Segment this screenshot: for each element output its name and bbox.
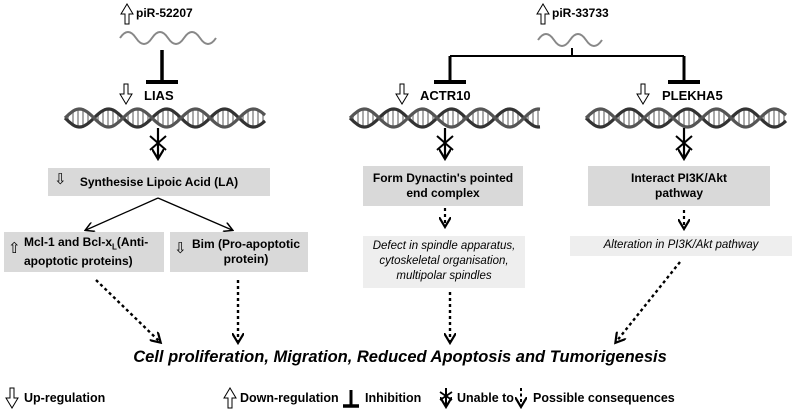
dynactin-label-line2: end complex	[406, 186, 480, 200]
pi3k-label-line2: pathway	[654, 186, 703, 200]
dynactin-box: Form Dynactin's pointed end complex	[363, 166, 523, 206]
mcl-label-post: (Anti-	[116, 234, 149, 249]
dna-helix-actr10	[348, 107, 541, 129]
down-arrow-icon: ⇩	[54, 171, 67, 188]
bim-label-line2: protein)	[223, 252, 269, 266]
pirna-left-strand	[119, 31, 217, 45]
bim-label-line1: Bim (Pro-apoptotic	[192, 237, 300, 251]
inhibition-symbol	[434, 48, 700, 84]
pi3k-alteration-label: Alteration in PI3K/Akt pathway	[603, 239, 759, 251]
spindle-line2: cytoskeletal organisation,	[379, 255, 509, 267]
legend-unable-label: Unable to	[457, 391, 514, 405]
spindle-defect-box: Defect in spindle apparatus, cytoskeleta…	[363, 236, 525, 288]
spindle-line1: Defect in spindle apparatus,	[372, 240, 516, 252]
pirna-label-left: piR-52207	[136, 6, 193, 20]
legend-inhibition-label: Inhibition	[365, 391, 422, 405]
possible-consequence-arrow	[95, 279, 160, 342]
legend-down-label: Down-regulation	[240, 391, 339, 405]
down-arrow-icon	[119, 83, 133, 105]
pi3k-label-line1: Interact PI3K/Akt	[630, 171, 728, 185]
legend-up-label: Up-regulation	[24, 391, 106, 405]
mcl-label-pre: Mcl-1 and Bcl-x	[24, 234, 113, 249]
gene-label-actr10: ACTR10	[420, 88, 471, 103]
up-arrow-icon	[223, 387, 237, 409]
pi3k-interact-box: Interact PI3K/Akt pathway	[588, 166, 770, 206]
lipoic-acid-label: Synthesise Lipoic Acid (LA)	[79, 174, 239, 189]
up-arrow-icon	[536, 3, 550, 25]
unable-to-icon	[439, 388, 453, 406]
unable-to-arrow	[675, 128, 693, 158]
branch-arrow	[86, 197, 159, 230]
down-arrow-icon: ⇩	[174, 240, 187, 257]
mcl-label-line2: apoptotic proteins)	[24, 254, 133, 269]
pro-apoptotic-box: ⇩ Bim (Pro-apoptotic protein)	[170, 232, 308, 272]
possible-consequence-arrow	[616, 261, 681, 342]
branch-arrow	[157, 197, 232, 230]
dynactin-label-line1: Form Dynactin's pointed	[372, 171, 514, 185]
pirna-label-right: piR-33733	[552, 6, 609, 20]
gene-label-plekha5: PLEKHA5	[662, 88, 723, 103]
final-outcome: Cell proliferation, Migration, Reduced A…	[133, 348, 667, 366]
mcl-label-sub: L	[112, 242, 117, 252]
down-arrow-icon	[5, 387, 19, 409]
gene-label-lias: LIAS	[144, 88, 174, 103]
dna-helix-lias	[63, 107, 267, 129]
pirna-right-strand	[537, 33, 603, 47]
unable-to-arrow	[149, 128, 167, 158]
inhibition-icon	[343, 390, 359, 408]
legend-possible-label: Possible consequences	[533, 391, 675, 405]
up-arrow-icon: ⇧	[8, 240, 21, 257]
up-arrow-icon	[120, 3, 134, 25]
pi3k-alteration-box: Alteration in PI3K/Akt pathway	[570, 236, 792, 256]
anti-apoptotic-box: ⇧ Mcl-1 and Bcl-xL(Anti- apoptotic prote…	[4, 232, 164, 272]
down-arrow-icon	[636, 83, 650, 105]
spindle-line3: multipolar spindles	[396, 270, 492, 282]
down-arrow-icon	[395, 83, 409, 105]
unable-to-arrow	[436, 128, 454, 158]
dna-helix-plekha5	[584, 107, 788, 129]
inhibition-symbol	[146, 50, 178, 84]
lipoic-acid-box: ⇩ Synthesise Lipoic Acid (LA)	[48, 168, 270, 196]
